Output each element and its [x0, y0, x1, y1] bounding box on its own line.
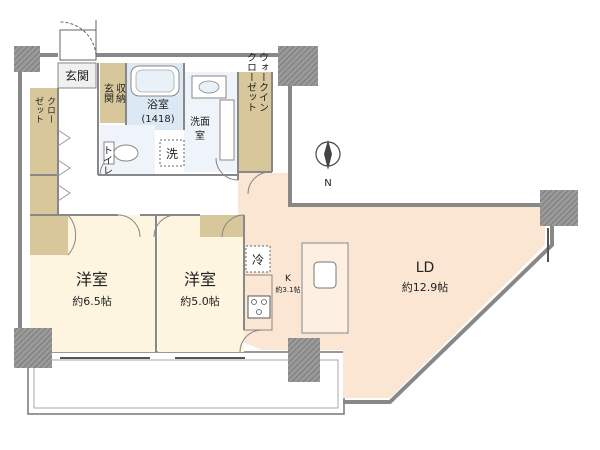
stove-icon — [247, 295, 271, 319]
kitchen-size: 約3.1帖 — [275, 285, 300, 294]
sink-icon — [191, 75, 227, 99]
column-right — [540, 190, 578, 226]
bath-label: 浴室 — [147, 97, 169, 111]
washer-label: 洗 — [166, 147, 178, 161]
windows — [60, 228, 549, 359]
walkin-label-1: ウォークイン — [257, 52, 269, 112]
washroom-label-2: 室 — [195, 129, 205, 142]
washroom-label-1: 洗面 — [190, 116, 210, 128]
genkan-storage-label-1: 玄関 — [102, 82, 114, 104]
column-bottom-mid — [288, 338, 320, 382]
vanity-counter — [219, 99, 235, 161]
compass-icon — [315, 140, 341, 170]
fridge-box-icon — [245, 245, 271, 273]
genkan-storage-label-2: 収納 — [114, 83, 126, 104]
western-room-2-floor — [158, 215, 244, 352]
kitchen-island — [301, 242, 349, 334]
kitchen-name: K — [285, 274, 292, 284]
western2-name: 洋室 — [184, 270, 216, 289]
labels: 玄関 玄関 収納 クロー ゼット 浴室 (1418) 洗面 室 トイレ 洗 ウォ… — [33, 52, 448, 308]
closet-label-2: ゼット — [33, 96, 44, 123]
walkin-closet — [238, 72, 272, 172]
column-top-right — [278, 46, 318, 86]
ld-name: LD — [416, 260, 435, 276]
fridge-label: 冷 — [252, 253, 264, 267]
entrance-door[interactable] — [59, 20, 97, 61]
toilet-icon — [103, 141, 139, 165]
bath-size-label: (1418) — [141, 114, 174, 125]
washer-box-icon — [159, 139, 185, 167]
toilet-label: トイレ — [101, 145, 113, 175]
western2-closet — [200, 215, 244, 237]
column-top-left — [14, 46, 40, 72]
closet-left — [30, 88, 58, 215]
western1-closet — [30, 215, 68, 255]
western2-size: 約5.0帖 — [180, 294, 220, 308]
closet-doors — [57, 129, 71, 202]
bathtub-icon — [130, 65, 180, 97]
closet-label-1: クロー — [45, 96, 55, 123]
western1-size: 約6.5帖 — [72, 294, 112, 308]
genkan-floor — [57, 62, 97, 89]
genkan-label: 玄関 — [65, 68, 89, 83]
kitchen-counter — [243, 274, 273, 331]
western1-name: 洋室 — [76, 270, 108, 289]
compass-north-label: N — [324, 178, 331, 189]
genkan-storage — [100, 63, 126, 123]
walkin-label-2: クローゼット — [245, 52, 257, 112]
hallway-floor — [30, 175, 238, 215]
ld-size: 約12.9帖 — [402, 280, 449, 294]
column-bottom-left — [14, 328, 52, 368]
